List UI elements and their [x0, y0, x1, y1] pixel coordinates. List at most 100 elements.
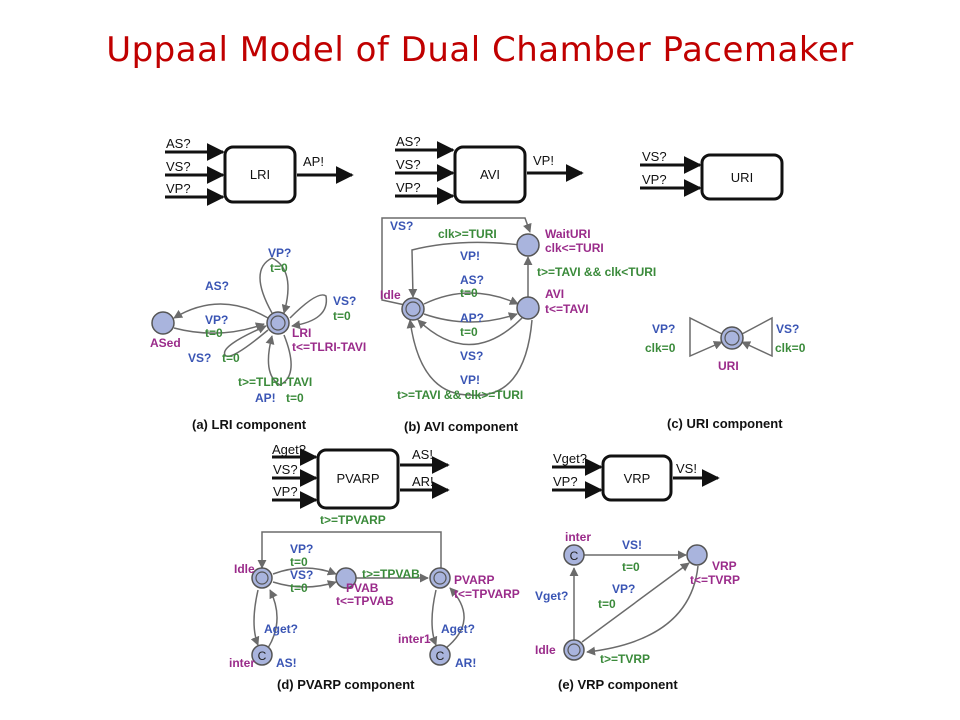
pvarp-automaton: C C t>=TPVARP Idle VP? t=0 VS? t=0 t>=TP… — [229, 513, 520, 670]
lri-main-state — [266, 311, 290, 335]
pvarp-vs-reset: t=0 — [290, 581, 308, 595]
pvarp-inter1-committed: C — [436, 649, 445, 663]
pvarp-input-vs: VS? — [273, 462, 298, 477]
lri-vp-reset: t=0 — [205, 326, 223, 340]
vrp-block — [601, 454, 673, 502]
avi-block-label: AVI — [480, 167, 500, 182]
avi-avi-state — [516, 296, 540, 320]
avi-ap-label: AP? — [460, 311, 484, 325]
avi-input-vp: VP? — [396, 180, 421, 195]
lri-input-vs: VS? — [166, 159, 191, 174]
pvarp-inter1-name: inter1 — [398, 632, 431, 646]
vrp-vs-label: VS! — [622, 538, 642, 552]
caption-avi: (b) AVI component — [404, 419, 519, 434]
pvarp-input-aget: Aget? — [272, 442, 306, 457]
vrp-block-diagram: VRP Vget? VP? VS! — [552, 451, 720, 502]
uri-state-name: URI — [718, 359, 739, 373]
vrp-inter-state — [563, 544, 585, 566]
avi-idle-name: Idle — [380, 288, 401, 302]
lri-right-vs: VS? — [333, 294, 356, 308]
pvarp-inter-name: inter — [229, 656, 255, 670]
pvarp-idle-name: Idle — [234, 562, 255, 576]
avi-vp-top: VP! — [460, 249, 480, 263]
vrp-inter-committed: C — [570, 549, 579, 563]
lri-top-reset: t=0 — [270, 261, 288, 275]
uri-block — [700, 153, 784, 201]
avi-input-as: AS? — [396, 134, 421, 149]
avi-avi-name: AVI — [545, 287, 564, 301]
uri-state — [720, 326, 744, 350]
uri-block-diagram: URI VS? VP? — [640, 149, 784, 201]
avi-block-diagram: AVI AS? VS? VP? VP! — [395, 134, 584, 205]
vrp-output-vs: VS! — [676, 461, 697, 476]
vrp-idle-state — [563, 639, 585, 661]
lri-ased-state — [151, 311, 175, 335]
pvarp-output-as: AS! — [412, 447, 433, 462]
pvarp-pvab-name: PVAB — [346, 581, 379, 595]
avi-input-vs: VS? — [396, 157, 421, 172]
lri-right-reset: t=0 — [333, 309, 351, 323]
uri-automaton: URI VP? clk=0 VS? clk=0 — [645, 316, 806, 373]
lri-vs-reset: t=0 — [222, 351, 240, 365]
lri-vp-label: VP? — [205, 313, 228, 327]
vrp-input-vget: Vget? — [553, 451, 587, 466]
uri-vp-label: VP? — [652, 322, 675, 336]
pvarp-block-diagram: PVARP Aget? VS? VP? AS! AR! — [272, 442, 450, 510]
lri-input-vp: VP? — [166, 181, 191, 196]
avi-waituri-invariant: clk<=TURI — [545, 241, 604, 255]
avi-avi-invariant: t<=TAVI — [545, 302, 589, 316]
avi-block — [453, 145, 527, 204]
vrp-vrp-invariant: t<=TVRP — [690, 573, 740, 587]
lri-as-label: AS? — [205, 279, 229, 293]
pvarp-input-vp: VP? — [273, 484, 298, 499]
pvarp-inter1-state — [429, 644, 451, 666]
avi-vs-top: VS? — [390, 219, 413, 233]
pvarp-aget-right: Aget? — [441, 622, 475, 636]
pvarp-ar-right: AR! — [455, 656, 476, 670]
avi-as-reset: t=0 — [460, 286, 478, 300]
lri-state-name: LRI — [292, 326, 311, 340]
lri-output-ap: AP! — [303, 154, 324, 169]
caption-pvarp: (d) PVARP component — [277, 677, 415, 692]
caption-vrp: (e) VRP component — [558, 677, 678, 692]
pvarp-pvarp-invariant: t<=TPVARP — [454, 587, 520, 601]
lri-ap-label: AP! — [255, 391, 276, 405]
pvarp-vp-reset: t=0 — [290, 555, 308, 569]
caption-uri: (c) URI component — [667, 416, 783, 431]
pvarp-idle-state — [251, 567, 273, 589]
lri-vs-label: VS? — [188, 351, 211, 365]
avi-idle-state — [401, 297, 425, 321]
lri-automaton: ASed LRI t<=TLRI-TAVI VP? t=0 AS? VP? t=… — [150, 246, 366, 405]
pvarp-as-left: AS! — [276, 656, 297, 670]
avi-guard-bottom: t>=TAVI && clk>=TURI — [397, 388, 523, 402]
vrp-inter-name: inter — [565, 530, 591, 544]
pvarp-tpvab-guard: t>=TPVAB — [362, 567, 420, 581]
caption-lri: (a) LRI component — [192, 417, 307, 432]
slide-title: Uppaal Model of Dual Chamber Pacemaker — [106, 30, 854, 70]
avi-vs-bottom: VS? — [460, 349, 483, 363]
pvarp-inter-committed: C — [258, 649, 267, 663]
vrp-idle-name: Idle — [535, 643, 556, 657]
pvarp-aget-left: Aget? — [264, 622, 298, 636]
lri-block-diagram: LRI AS? VS? VP? AP! — [165, 136, 354, 206]
vrp-vp-reset: t=0 — [598, 597, 616, 611]
lri-guard: t>=TLRI-TAVI — [238, 375, 312, 389]
pvarp-pvab-state — [335, 567, 357, 589]
vrp-guard: t>=TVRP — [600, 652, 650, 666]
lri-ap-reset: t=0 — [286, 391, 304, 405]
lri-invariant: t<=TLRI-TAVI — [292, 340, 366, 354]
avi-waituri-name: WaitURI — [545, 227, 591, 241]
vrp-vrp-state — [686, 544, 708, 566]
avi-automaton: Idle AVI t<=TAVI WaitURI clk<=TURI VS? c… — [380, 217, 656, 402]
pvarp-vs-label: VS? — [290, 568, 313, 582]
uri-input-vp: VP? — [642, 172, 667, 187]
vrp-vrp-name: VRP — [712, 559, 737, 573]
uri-input-vs: VS? — [642, 149, 667, 164]
lri-block — [223, 145, 297, 204]
pvarp-top-guard: t>=TPVARP — [320, 513, 386, 527]
pvarp-pvarp-name: PVARP — [454, 573, 494, 587]
lri-ased-name: ASed — [150, 336, 181, 350]
vrp-input-vp: VP? — [553, 474, 578, 489]
vrp-vs-reset: t=0 — [622, 560, 640, 574]
